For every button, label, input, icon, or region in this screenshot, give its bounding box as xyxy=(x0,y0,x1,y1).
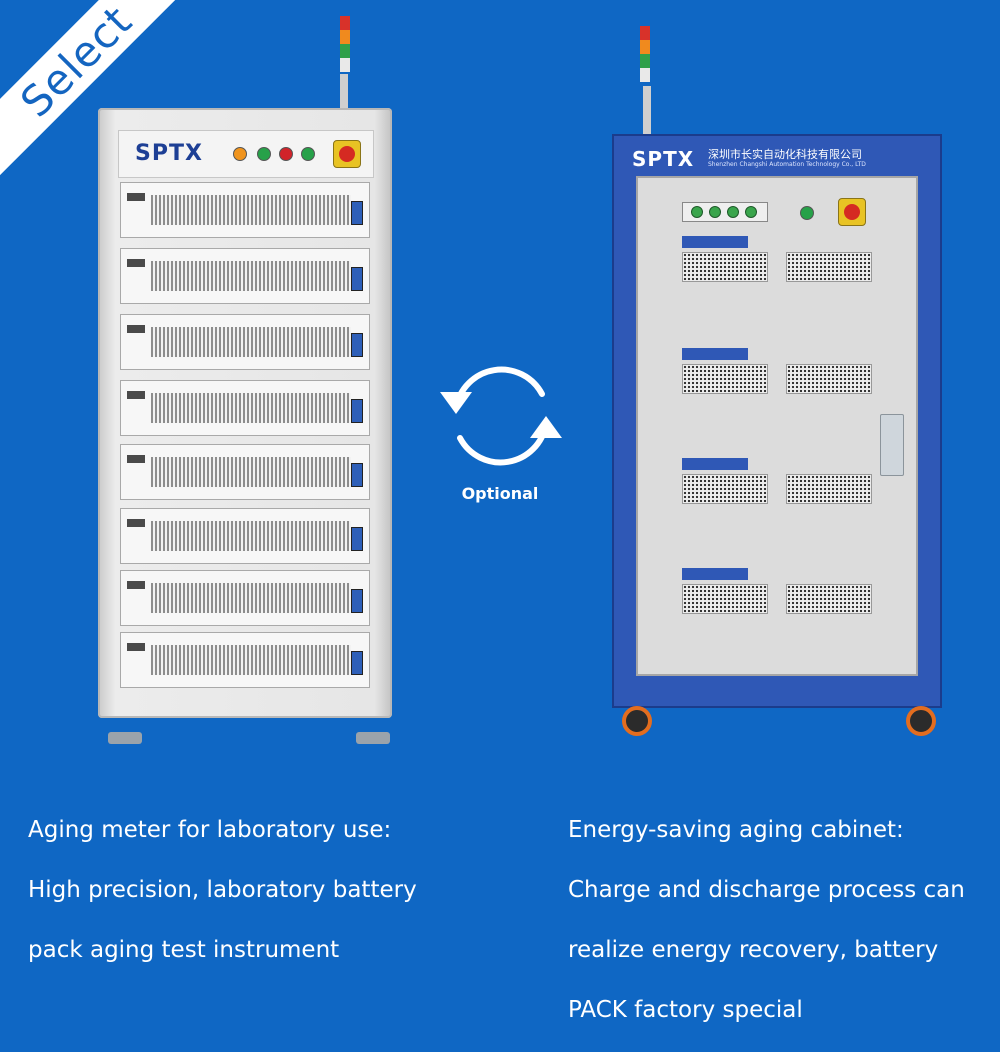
test-unit xyxy=(120,182,370,238)
lab-meter-line: High precision, laboratory battery xyxy=(28,877,417,903)
vent-grille xyxy=(682,474,768,504)
company-name-cn: 深圳市长实自动化科技有限公司 xyxy=(708,148,862,161)
vent-grille xyxy=(786,584,872,614)
door-handle xyxy=(880,414,904,476)
vent-grille xyxy=(682,252,768,282)
energy-cabinet-description: Energy-saving aging cabinet: Charge and … xyxy=(568,800,965,1040)
test-unit xyxy=(120,570,370,626)
test-unit xyxy=(120,508,370,564)
leveling-foot xyxy=(356,732,390,744)
test-unit xyxy=(120,444,370,500)
company-name-en: Shenzhen Changshi Automation Technology … xyxy=(708,161,866,168)
indicator-lamp-orange xyxy=(233,147,247,161)
signal-tower-pole xyxy=(340,74,348,110)
cabinet-header: SPTX 深圳市长实自动化科技有限公司 Shenzhen Changshi Au… xyxy=(622,142,934,174)
indicator-lamp-green xyxy=(800,206,814,220)
caster-wheel xyxy=(622,706,652,736)
test-unit xyxy=(120,380,370,436)
brand-logo: SPTX xyxy=(632,147,695,171)
indicator-lamp-green xyxy=(257,147,271,161)
channel-label xyxy=(682,236,748,248)
vent-grille xyxy=(786,252,872,282)
lab-aging-meter-cabinet: SPTX xyxy=(98,108,392,718)
channel-label xyxy=(682,458,748,470)
energy-cabinet-line: realize energy recovery, battery xyxy=(568,937,939,963)
caster-wheel xyxy=(906,706,936,736)
indicator-lamp-red xyxy=(279,147,293,161)
emergency-stop-button xyxy=(333,140,361,168)
energy-cabinet-title: Energy-saving aging cabinet: xyxy=(568,817,904,843)
energy-cabinet-line: Charge and discharge process can xyxy=(568,877,965,903)
vent-grille xyxy=(682,584,768,614)
energy-saving-aging-cabinet: SPTX 深圳市长实自动化科技有限公司 Shenzhen Changshi Au… xyxy=(612,134,942,708)
cabinet-door xyxy=(636,176,918,676)
indicator-lamp-green-2 xyxy=(301,147,315,161)
vent-grille xyxy=(786,474,872,504)
channel-label xyxy=(682,568,748,580)
vent-grille xyxy=(682,364,768,394)
button-panel xyxy=(682,202,768,222)
lab-meter-title: Aging meter for laboratory use: xyxy=(28,817,392,843)
optional-label: Optional xyxy=(461,484,539,503)
signal-tower-light xyxy=(340,16,350,106)
leveling-foot xyxy=(108,732,142,744)
emergency-stop-button xyxy=(838,198,866,226)
switch-cycle-icon xyxy=(440,366,562,466)
brand-logo: SPTX xyxy=(135,141,203,166)
lab-meter-description: Aging meter for laboratory use: High pre… xyxy=(28,800,417,980)
test-unit xyxy=(120,314,370,370)
signal-tower-pole xyxy=(643,86,651,136)
test-unit xyxy=(120,248,370,304)
control-panel: SPTX xyxy=(118,130,374,178)
vent-grille xyxy=(786,364,872,394)
lab-meter-line: pack aging test instrument xyxy=(28,937,340,963)
energy-cabinet-line: PACK factory special xyxy=(568,997,803,1023)
channel-label xyxy=(682,348,748,360)
signal-tower-light xyxy=(640,26,650,116)
test-unit xyxy=(120,632,370,688)
